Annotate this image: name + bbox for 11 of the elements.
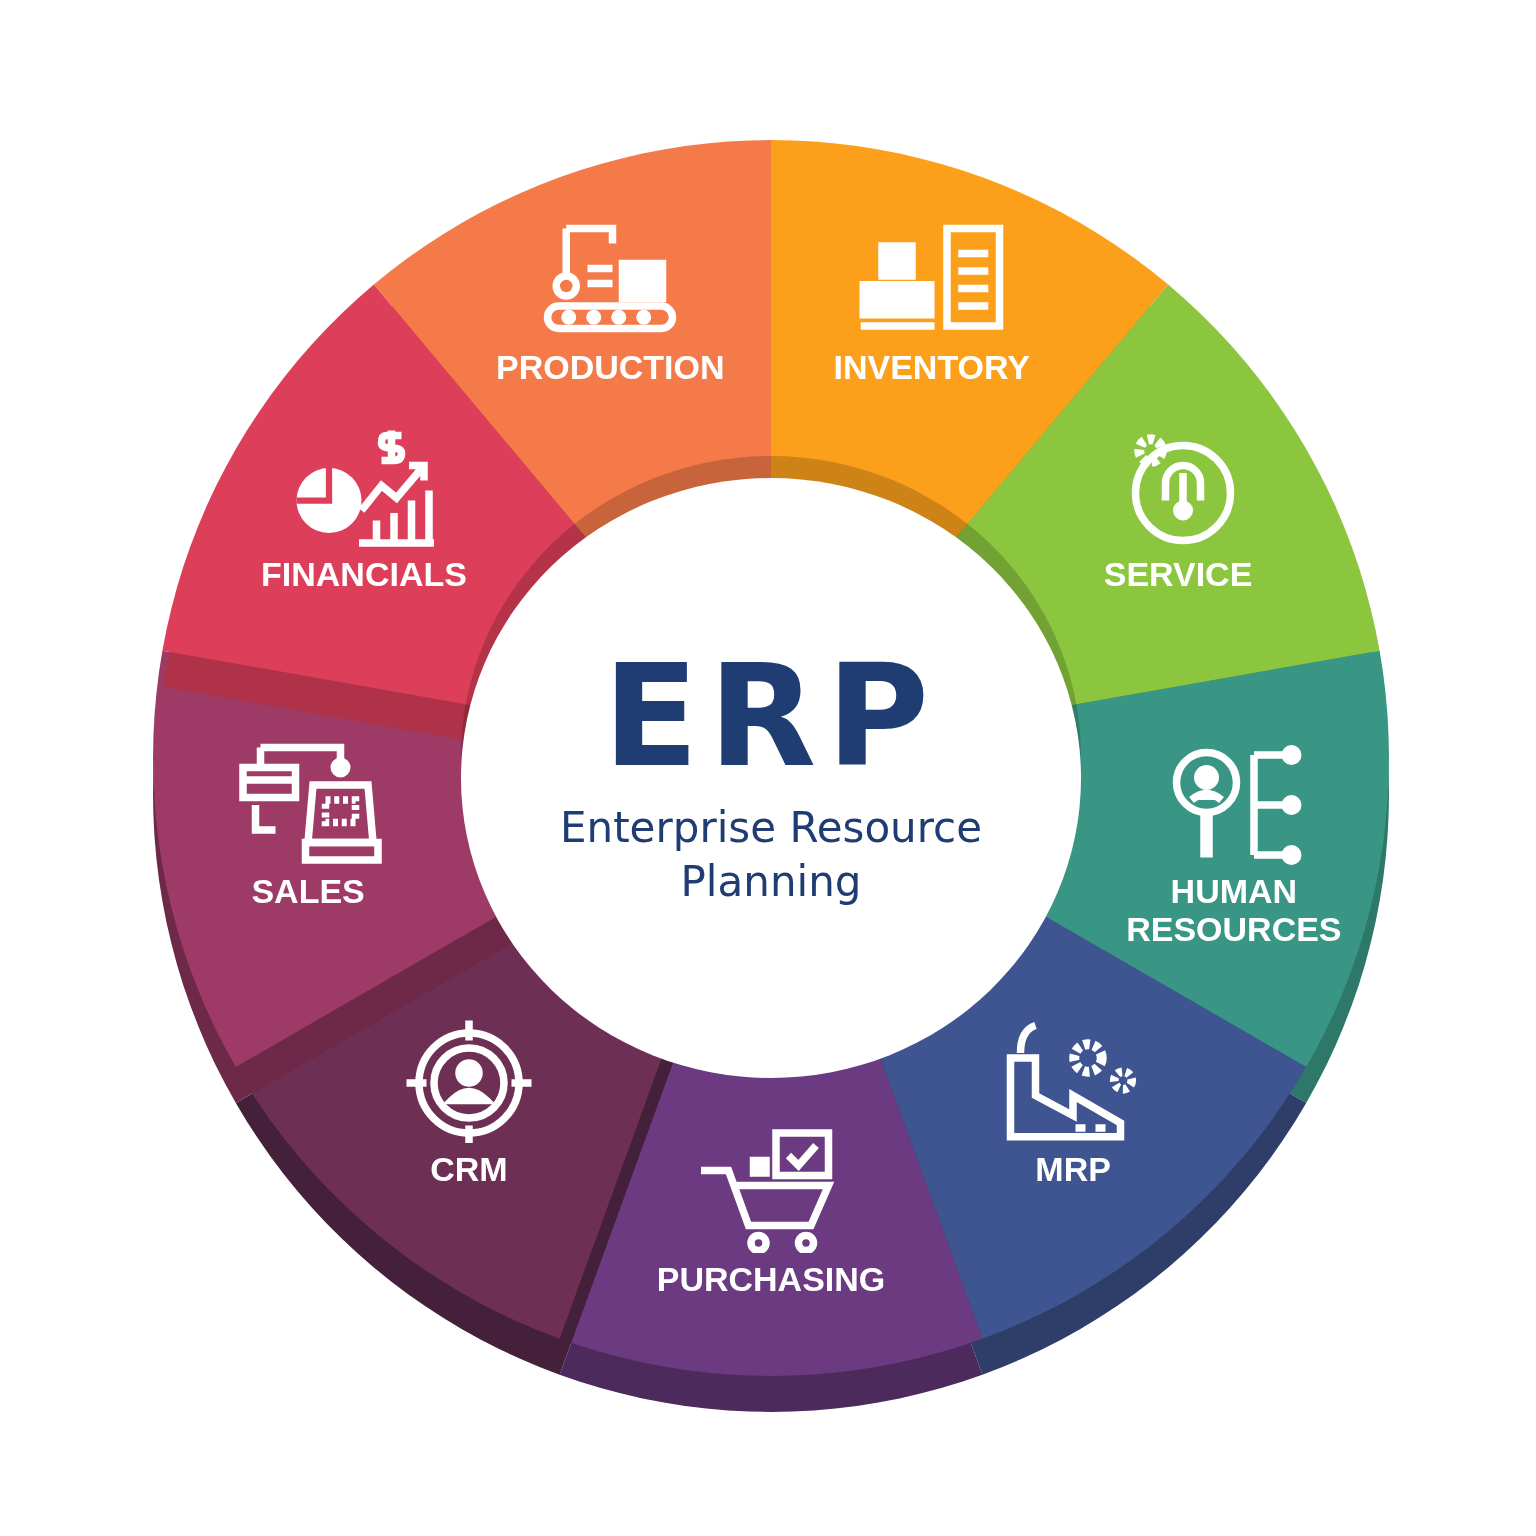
segment-label: SALES: [250, 871, 366, 910]
segment-label: PRODUCTION: [494, 348, 726, 387]
segment-label: PURCHASING: [655, 1260, 887, 1298]
segment-label: HUMAN RESOURCES: [1125, 871, 1343, 948]
segment-label: FINANCIALS: [260, 555, 468, 593]
subtitle: Enterprise Resource Planning: [559, 802, 983, 908]
segment-label: SERVICE: [1102, 555, 1254, 593]
segment-label: MRP: [1034, 1150, 1112, 1189]
segment-label: INVENTORY: [832, 348, 1031, 387]
segment-label: CRM: [429, 1150, 509, 1189]
acronym-title: ERP: [602, 647, 939, 787]
